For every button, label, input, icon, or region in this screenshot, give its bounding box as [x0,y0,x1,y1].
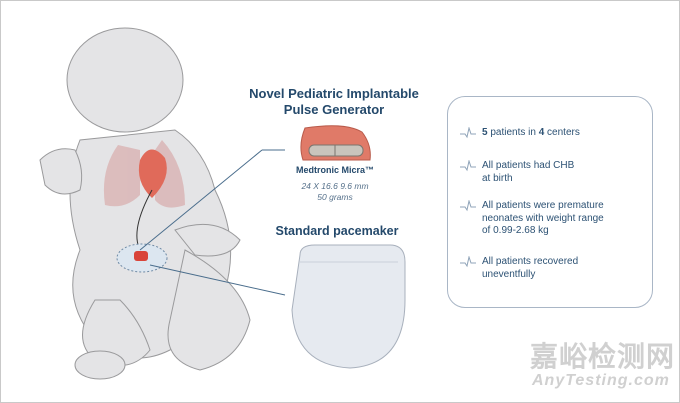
bullet-line: at birth [482,172,513,184]
bullet-line: 5 patients in 4 centers [482,127,580,138]
title-line: Pulse Generator [283,102,385,117]
watermark-cn: 嘉峪检测网 [530,341,676,372]
micra-dimensions: 24 X 16.6 9.6 mm [301,181,369,191]
standard-pacemaker-image [291,244,406,369]
callout-line-standard [149,264,286,296]
infant-illustration [39,27,251,380]
bullet-item: 5 patients in 4 centers [460,127,580,140]
bullet-line: All patients recovered [482,256,579,267]
bullet-line: neonates with weight range [482,212,604,224]
micra-device-image [300,125,371,161]
bullet-line: of 0.99-2.68 kg [482,225,549,236]
heart [138,149,167,198]
ecg-pulse-icon [460,160,476,172]
watermark-en: AnyTesting.com [532,372,670,389]
ecg-pulse-icon [460,127,476,139]
main-title: Novel Pediatric Implantable Pulse Genera… [236,86,432,118]
ecg-pulse-icon [460,256,476,268]
title-line: Novel Pediatric Implantable [249,86,419,101]
implanted-device [134,251,148,261]
bullet-line: All patients were premature [482,200,604,211]
callout-line-micra [139,149,263,251]
ecg-pulse-icon [460,200,476,212]
micra-weight: 50 grams [317,192,353,202]
micra-name: Medtronic Micra™ [295,165,374,175]
standard-pacemaker-label: Standard pacemaker [275,224,399,238]
bullet-line: uneventfully [482,268,536,280]
bullet-line: All patients had CHB [482,160,575,171]
summary-box [447,96,653,308]
